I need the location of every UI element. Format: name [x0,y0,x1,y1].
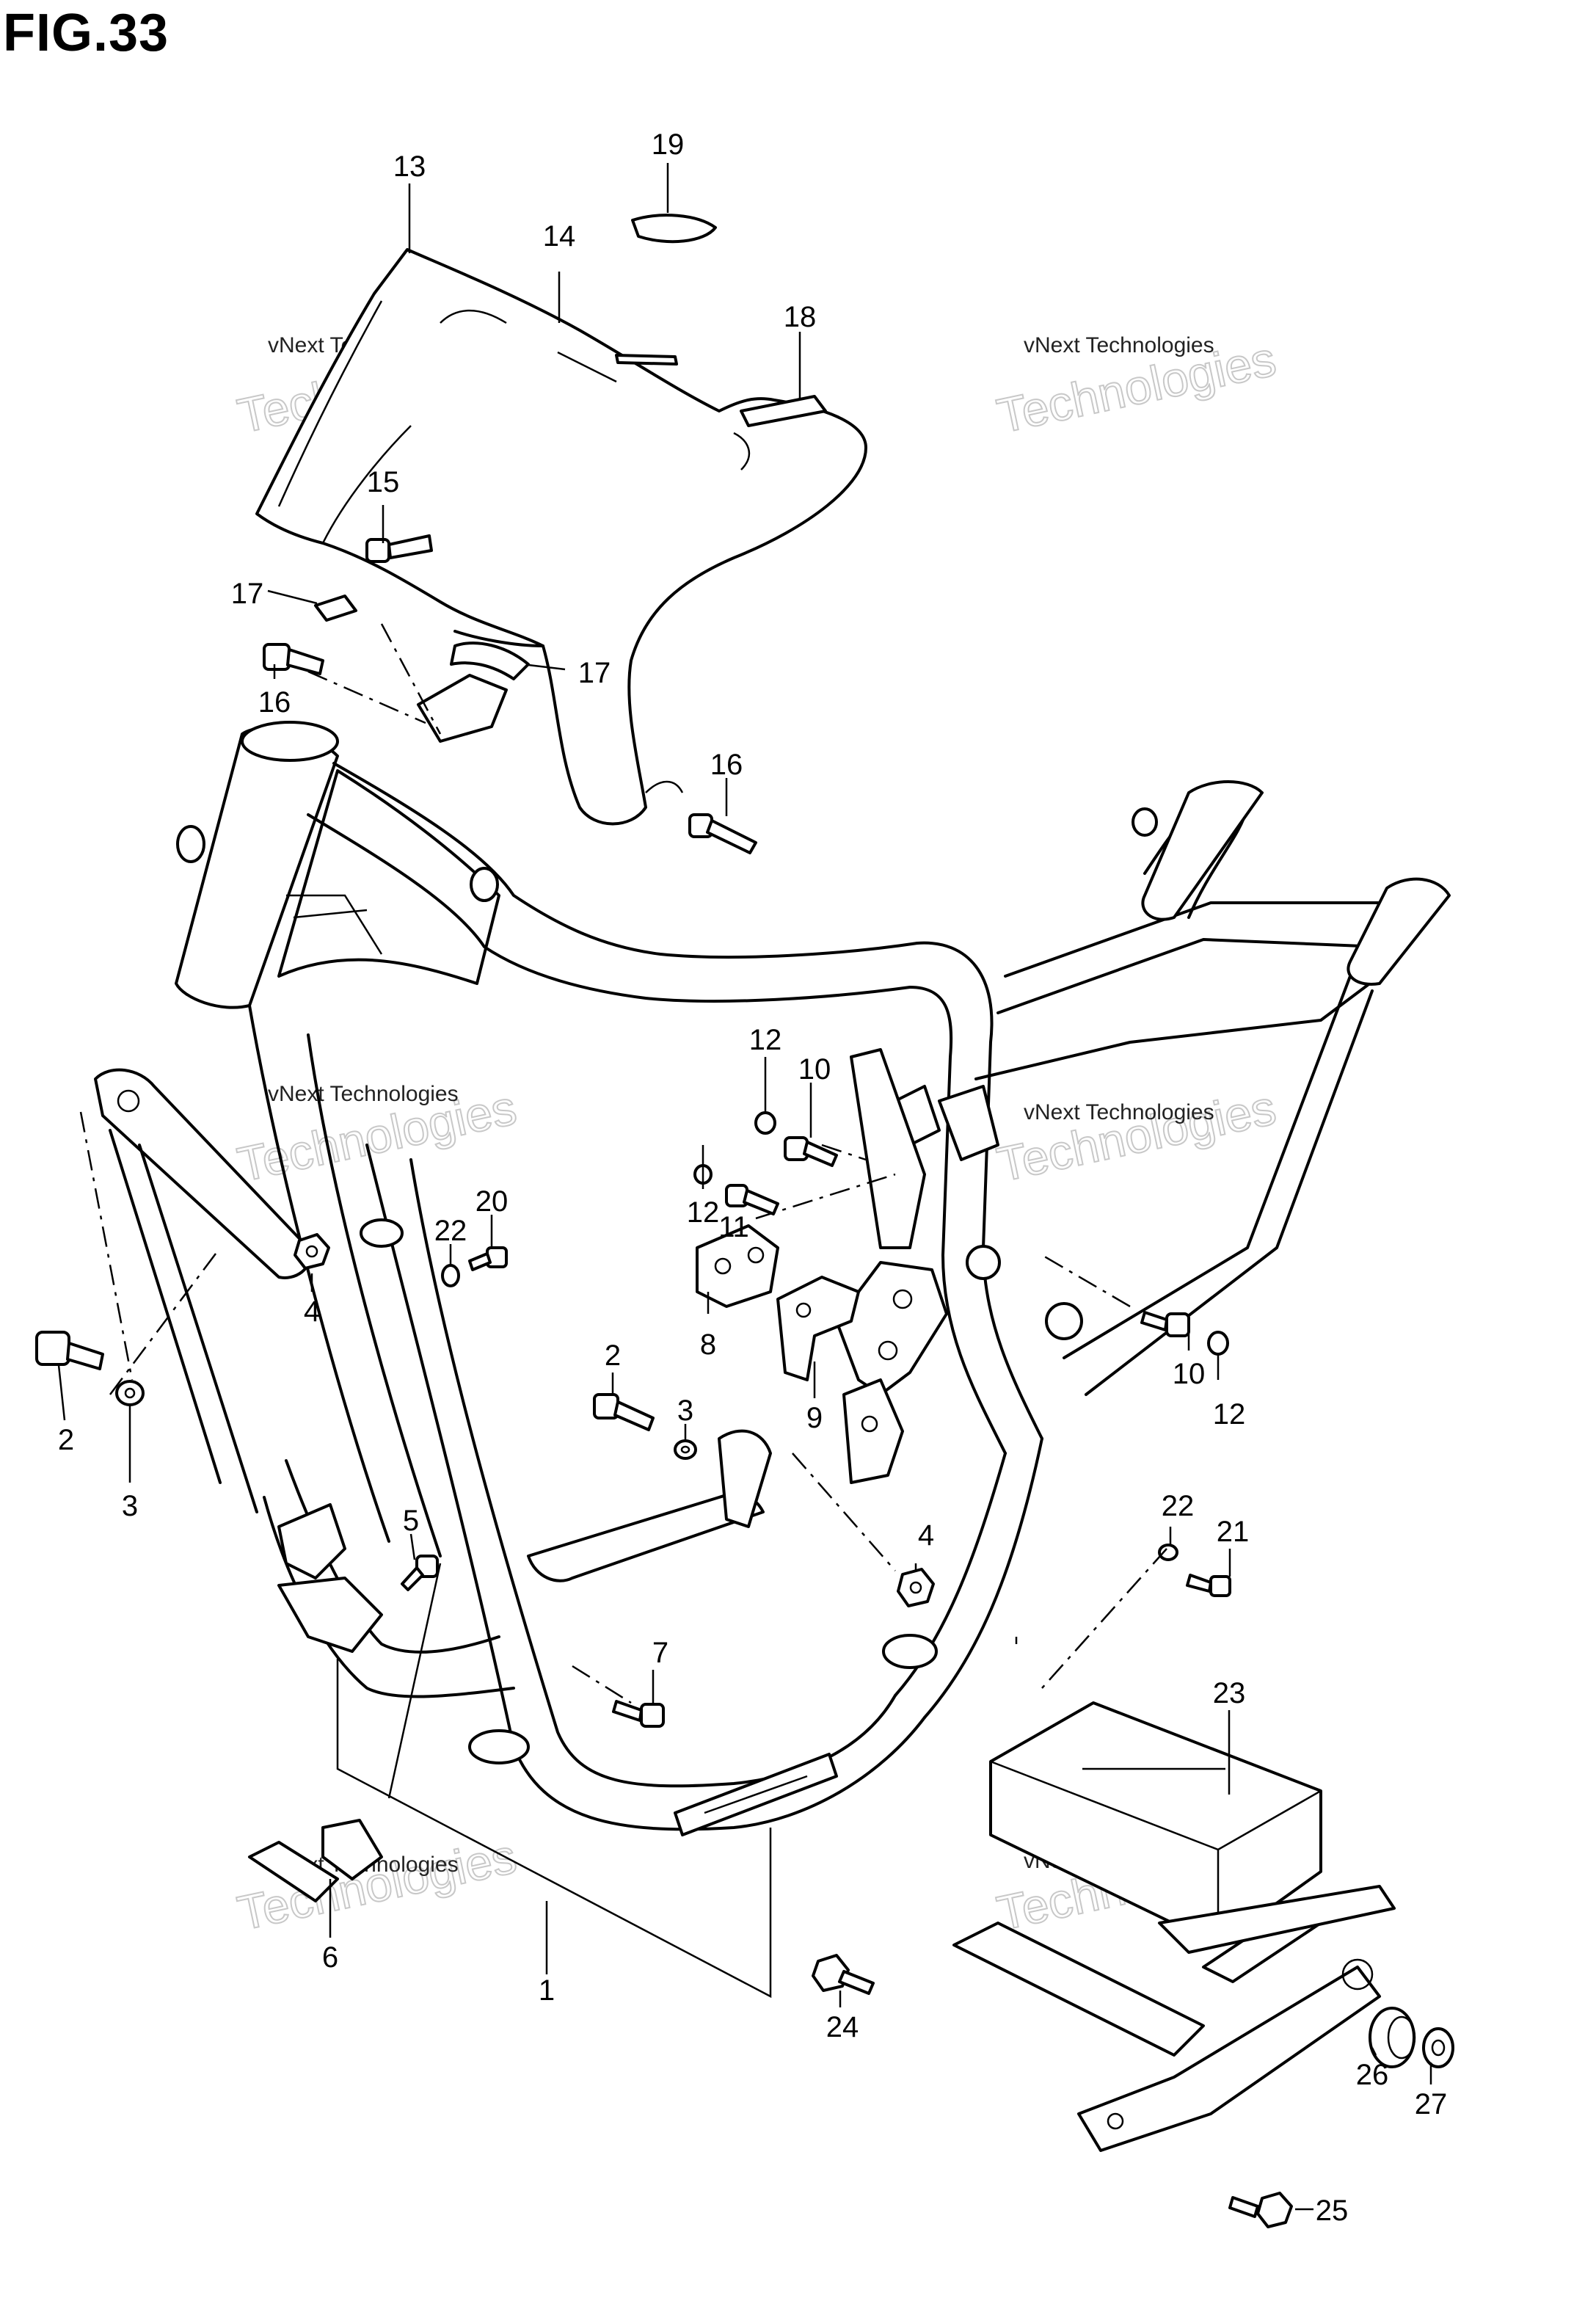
callout-14: 14 [543,220,576,252]
spacer-27-part [1422,2027,1454,2068]
callout-23: 23 [1213,1677,1246,1709]
bolt-25-part [1228,2192,1293,2228]
callout-labels: 13 19 14 18 15 17 17 16 16 12 10 12 11 2… [58,128,1447,2227]
bolt-2-left-part [35,1331,104,1370]
main-frame-part [175,721,1451,1836]
callout-4-left: 4 [304,1295,320,1328]
callout-25: 25 [1316,2195,1349,2227]
bolt-20-part [468,1246,508,1271]
callout-2-center: 2 [605,1339,621,1372]
clip-lower-part [417,641,530,743]
callout-16-center: 16 [710,749,743,781]
washer-3-center-part [674,1439,697,1460]
bolt-11-part [725,1184,779,1215]
clip-upper-part [314,595,357,622]
battery-box-part [952,1701,1396,2152]
watermark-text: vNext Technologies [1024,1100,1214,1124]
bolt-16-left-part [263,643,324,675]
washer-22-right-part [1158,1544,1178,1561]
callout-1: 1 [539,1974,555,2007]
callout-19: 19 [652,128,685,161]
lower-bracket-plate-part [277,1503,383,1653]
plate-6-part [248,1819,383,1902]
callout-12-upper: 12 [749,1024,782,1056]
bolt-16-center-part [688,813,757,854]
callout-3-center: 3 [677,1395,693,1427]
grommet-26-part [1369,2007,1416,2068]
watermark-shadow-text: Technologies [993,1080,1280,1191]
callout-22-right: 22 [1162,1490,1195,1522]
callout-6: 6 [322,1941,338,1974]
callout-18: 18 [784,301,817,333]
bolt-5-part [401,1555,439,1591]
callout-20: 20 [475,1185,509,1218]
watermark-text: vNext Technologies [268,1082,459,1106]
bolt-10-right-part [1140,1311,1190,1337]
figure-title: FIG.33 [3,4,170,62]
callout-7: 7 [652,1637,668,1669]
label-strip-part [740,395,827,427]
callout-12-right: 12 [1213,1398,1246,1431]
callout-21: 21 [1217,1516,1250,1548]
bolt-21-part [1186,1574,1231,1597]
nut-12-right-part [1207,1331,1229,1356]
assembly-lines [79,623,1167,1704]
watermark: Technologies vNext Technologies [992,1079,1281,1192]
callout-15: 15 [367,466,400,498]
callout-10-upper: 10 [798,1053,831,1086]
bolt-10-upper-part [784,1136,838,1167]
callout-17-upper: 17 [231,578,264,610]
nut-4-center-part [897,1568,935,1607]
callout-3-left: 3 [122,1490,138,1522]
callout-12-mid: 12 [687,1196,720,1229]
washer-3-left-part [115,1380,145,1406]
watermark-text: vNext Technologies [1024,333,1214,357]
callout-16-left: 16 [258,686,291,719]
callout-9: 9 [806,1402,823,1434]
washer-22-left-part [441,1264,460,1287]
leader-lines [57,163,1432,2211]
callout-22-left: 22 [434,1215,467,1247]
callout-11: 11 [718,1211,749,1243]
bolt-7-part [612,1700,665,1728]
callout-27: 27 [1415,2088,1448,2120]
callout-10-right: 10 [1173,1358,1206,1390]
callout-24: 24 [826,2011,859,2043]
bolt-2-center-part [593,1393,655,1431]
callout-5: 5 [403,1505,419,1537]
frame-callout-box [336,1563,1018,1999]
callout-17-lower: 17 [578,657,611,689]
watermark: Technologies vNext Technologies [992,330,1281,443]
emblem-part [631,214,717,244]
pin-part [615,354,678,366]
bracket-9-part [776,1276,860,1381]
callout-8: 8 [700,1328,716,1361]
bracket-8-part [696,1224,779,1308]
tank-cover-part [255,248,867,826]
bolt-15-part [365,534,433,563]
callout-26: 26 [1356,2059,1389,2091]
callout-4-center: 4 [918,1519,934,1552]
nut-4-left-part [294,1233,330,1270]
bolt-24-part [812,1954,875,1995]
nut-12-upper-part [754,1111,776,1135]
callout-13: 13 [393,150,426,183]
callout-2-left: 2 [58,1424,74,1456]
